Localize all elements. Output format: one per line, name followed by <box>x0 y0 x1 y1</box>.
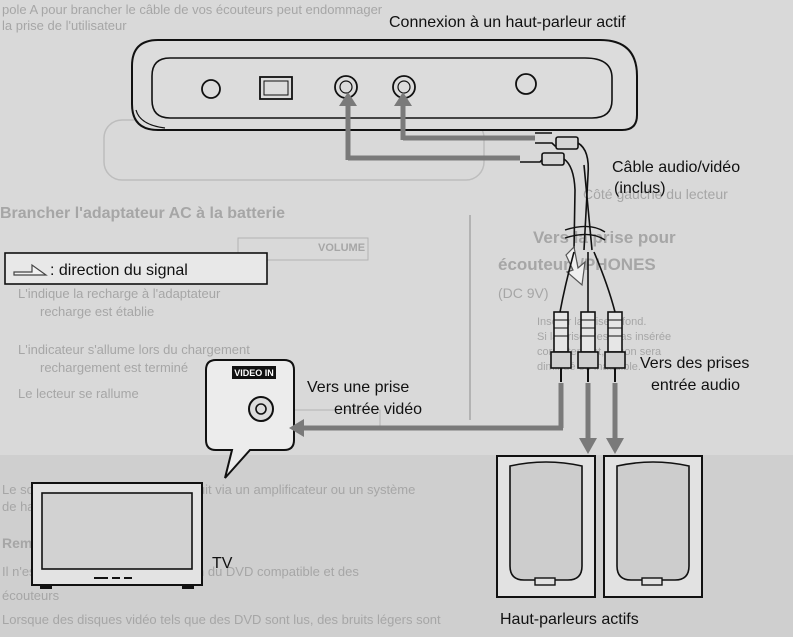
ghost-top-line-1: pole A pour brancher le câble de vos éco… <box>2 2 383 17</box>
ghost-remark-line-3: Lorsque des disques vidéo tels que des D… <box>2 612 441 627</box>
video-input-label-2: entrée vidéo <box>334 401 422 418</box>
audio-inputs-label-1: Vers des prises <box>640 355 749 372</box>
ghost-mid-line-2: recharge est établie <box>40 304 154 319</box>
wire-3-top <box>583 164 593 251</box>
player-port-square <box>259 76 293 100</box>
audio-arrow-left-head <box>579 438 597 454</box>
callout-bubble <box>205 359 295 479</box>
legend-box <box>4 252 268 285</box>
ghost-mid-line-3: L'indicateur s'allume lors du chargement <box>18 342 250 357</box>
player-jack-dc <box>201 79 221 99</box>
signal-arrow-1-head <box>339 92 357 106</box>
ghost-volume: VOLUME <box>318 242 365 254</box>
video-in-badge: VIDEO IN <box>234 368 274 378</box>
player-jack-av-2-ring <box>397 80 411 94</box>
ghost-mid-line-1: L'indique la recharge à l'adaptateur <box>18 286 221 301</box>
diagram-title: Connexion à un haut-parleur actif <box>389 14 626 31</box>
dvd-player <box>131 39 638 131</box>
cable-included-label: (inclus) <box>614 180 666 197</box>
tv-label: TV <box>212 555 233 572</box>
cable-label: Câble audio/vidéo <box>612 159 740 176</box>
player-edge-detail <box>135 109 166 129</box>
speakers-label: Haut-parleurs actifs <box>500 611 639 628</box>
player-body <box>131 39 638 131</box>
video-in-jack-ring <box>255 403 267 415</box>
video-arrow-head <box>289 419 304 437</box>
player-jack-phones <box>515 73 537 95</box>
player-inner-panel <box>151 57 613 119</box>
ghost-paren: (DC 9V) <box>498 285 549 301</box>
cable-flow-arrow <box>565 245 586 287</box>
ghost-side-header: Côté gauche du lecteur <box>583 186 728 202</box>
plug-lower-tip <box>520 158 544 163</box>
av-cable <box>520 132 626 382</box>
rca-plug-audio-left <box>577 311 599 382</box>
video-input-label-1: Vers une prise <box>307 379 409 396</box>
legend-arrow-icon <box>13 263 48 276</box>
audio-signal-arrows <box>579 383 624 454</box>
ghost-top-line-2: la prise de l'utilisateur <box>2 18 127 33</box>
tv-screen <box>41 492 193 570</box>
player-signal-arrows <box>339 92 535 161</box>
ghost-volume-box <box>237 237 369 261</box>
audio-inputs-label-2: entrée audio <box>651 377 740 394</box>
player-jack-av-1-ring <box>339 80 353 94</box>
player-jack-av-1 <box>334 75 358 99</box>
wire-rca-3 <box>593 251 616 313</box>
ghost-bold-heading: Brancher l'adaptateur AC à la batterie <box>0 205 285 222</box>
speaker-right <box>603 455 703 598</box>
cable-break-upper <box>564 225 606 233</box>
plug-upper-body <box>555 136 579 150</box>
tv-foot-left <box>40 585 52 589</box>
video-in-badge-bg <box>232 366 276 379</box>
ghost-mid-line-5: Le lecteur se rallume <box>18 386 139 401</box>
signal-arrow-2-head <box>394 92 412 106</box>
tv <box>31 482 203 589</box>
wire-rca-1 <box>559 251 575 313</box>
ghost-remark-line-2: écouteurs <box>2 588 60 603</box>
video-in-jack <box>248 396 274 422</box>
video-signal-arrow <box>289 383 564 437</box>
tv-video-in-callout: VIDEO IN <box>205 359 295 479</box>
plug-lower-body <box>541 152 565 166</box>
ghost-right-small-2: Si la prise n'est pas insérée <box>537 331 671 343</box>
speaker-left <box>496 455 596 598</box>
legend-label: : direction du signal <box>50 262 188 279</box>
cable-break-lower <box>564 233 606 241</box>
rca-plug-video <box>550 311 572 382</box>
rca-plug-audio-right <box>604 311 626 382</box>
signal-legend: : direction du signal <box>4 252 268 285</box>
ghost-bold-line-1: Vers la prise pour <box>533 228 676 247</box>
tv-foot-right <box>182 585 194 589</box>
ghost-mid-line-4: rechargement est terminé <box>40 360 188 375</box>
player-port-inner <box>263 80 289 96</box>
wire-2-top <box>563 158 576 251</box>
wire-1-top <box>577 142 590 251</box>
audio-arrow-right-head <box>606 438 624 454</box>
